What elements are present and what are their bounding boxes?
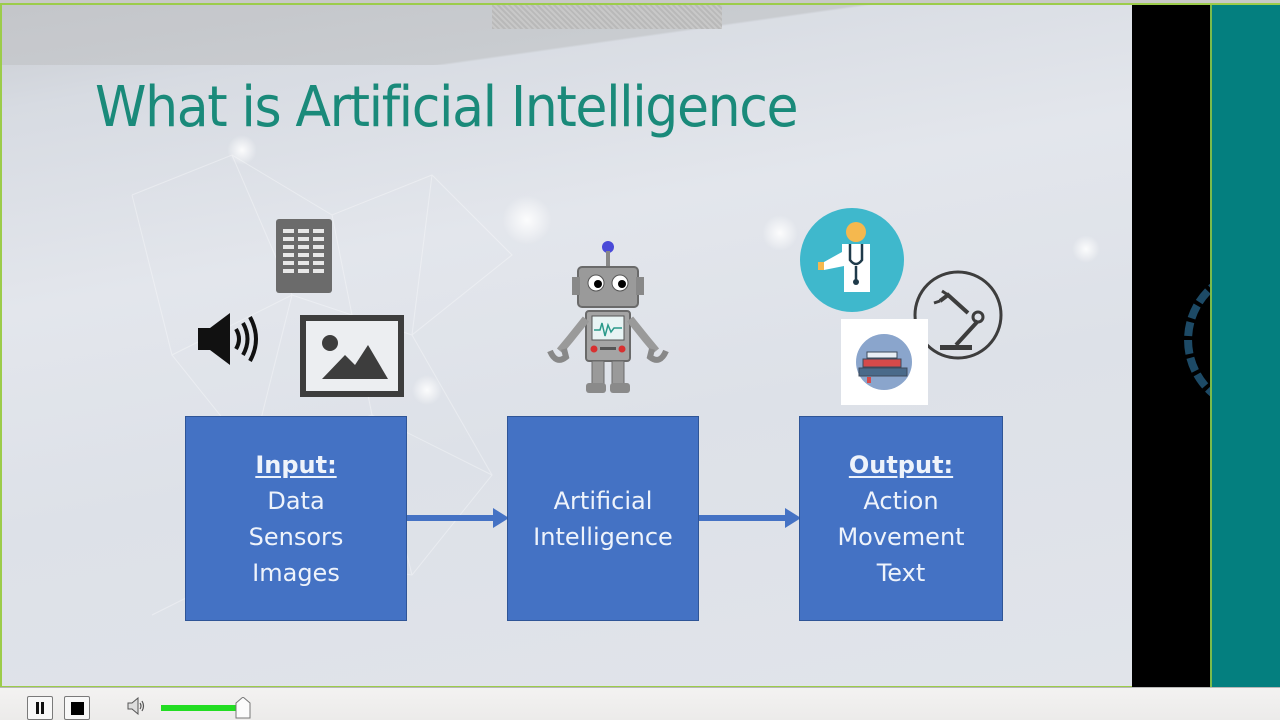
- redacted-region: [492, 5, 722, 29]
- books-icon-frame: [841, 319, 928, 405]
- input-line: Data: [267, 486, 325, 515]
- volume-icon[interactable]: [127, 697, 147, 715]
- stop-icon: [70, 701, 84, 715]
- media-controls-bar: [0, 687, 1280, 720]
- dial-graphic: [1184, 283, 1210, 397]
- pause-icon: [36, 702, 44, 714]
- output-line: Action: [863, 486, 939, 515]
- input-line: Images: [252, 558, 340, 587]
- pause-button[interactable]: [27, 696, 53, 720]
- input-box: Input: Data Sensors Images: [185, 416, 407, 621]
- light-glow: [762, 215, 798, 251]
- robotic-arm-icon: [913, 270, 1003, 360]
- input-heading: Input:: [255, 450, 337, 479]
- ai-line: Artificial: [553, 486, 653, 515]
- slide: What is Artificial Intelligence: [0, 5, 1132, 687]
- output-box: Output: Action Movement Text: [799, 416, 1003, 621]
- light-glow: [412, 375, 442, 405]
- light-glow: [502, 195, 552, 245]
- input-line: Sensors: [248, 522, 344, 551]
- black-side-panel: [1132, 5, 1212, 687]
- output-line: Text: [876, 558, 926, 587]
- arrow-ai-to-output: [699, 508, 801, 528]
- teal-side-panel: [1212, 5, 1280, 687]
- speaker-icon: [198, 313, 258, 365]
- window-top-strip: [0, 0, 1280, 5]
- ai-box: Artificial Intelligence: [507, 416, 699, 621]
- light-glow: [1072, 235, 1100, 263]
- ai-line: Intelligence: [533, 522, 673, 551]
- slide-title: What is Artificial Intelligence: [95, 75, 799, 140]
- image-icon: [300, 315, 404, 397]
- books-icon: [856, 334, 912, 390]
- calculator-icon: [276, 219, 332, 293]
- slide-bottom-border: [2, 686, 1132, 687]
- volume-slider[interactable]: [161, 705, 243, 711]
- robot-icon: [547, 241, 669, 393]
- doctor-icon: [800, 208, 904, 312]
- stop-button[interactable]: [64, 696, 90, 720]
- light-glow: [227, 135, 257, 165]
- volume-slider-thumb[interactable]: [235, 697, 251, 719]
- output-line: Movement: [837, 522, 965, 551]
- arrow-input-to-ai: [407, 508, 509, 528]
- video-area[interactable]: What is Artificial Intelligence: [0, 5, 1280, 687]
- output-heading: Output:: [848, 450, 954, 479]
